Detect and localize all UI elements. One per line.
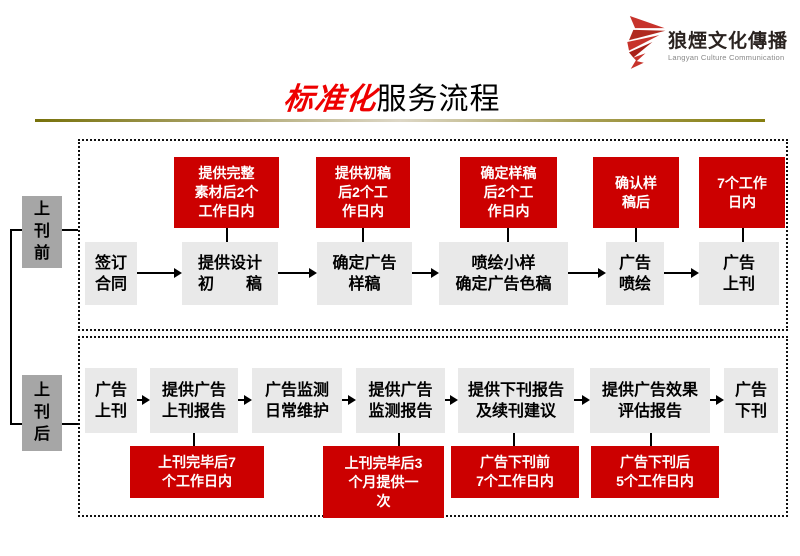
- connector-line: [226, 228, 228, 242]
- flow-step: 确定广告 样稿: [317, 242, 412, 305]
- company-logo: 狼煙文化傳播 Langyan Culture Communication: [612, 12, 792, 70]
- timing-box: 提供完整 素材后2个 工作日内: [174, 157, 279, 228]
- connector-line: [398, 433, 400, 446]
- flow-step: 提供下刊报告 及续刊建议: [458, 368, 574, 433]
- connector-line: [635, 228, 637, 242]
- timing-box: 确认样 稿后: [593, 157, 679, 228]
- flow-step: 提供广告效果 评估报告: [590, 368, 710, 433]
- bracket-line: [62, 423, 78, 425]
- arrow-right-icon: [412, 268, 439, 278]
- flow-step: 广告 上刊: [699, 242, 779, 305]
- flow-step: 喷绘小样 确定广告色稿: [439, 242, 568, 305]
- stage-label-after: 上 刊 后: [22, 375, 62, 451]
- arrow-right-icon: [574, 395, 590, 405]
- flow-step: 提供设计 初 稿: [182, 242, 278, 305]
- timing-box: 7个工作 日内: [699, 157, 785, 228]
- stage-label-before: 上 刊 前: [22, 196, 62, 268]
- bracket-line: [10, 423, 22, 425]
- arrow-right-icon: [137, 268, 182, 278]
- title-rest: 服务流程: [376, 83, 501, 116]
- flow-step: 提供广告 上刊报告: [150, 368, 238, 433]
- logo-chinese-name: 狼煙文化傳播: [668, 30, 789, 52]
- arrow-right-icon: [278, 268, 317, 278]
- flow-step: 广告 下刊: [724, 368, 778, 433]
- arrow-right-icon: [568, 268, 606, 278]
- connector-line: [193, 433, 195, 446]
- bracket-vertical-line: [10, 229, 12, 425]
- page-title: 标准化服务流程: [0, 74, 784, 118]
- bracket-line: [10, 229, 22, 231]
- arrow-right-icon: [238, 395, 252, 405]
- timing-box: 上刊完毕后3 个月提供一 次: [323, 446, 444, 518]
- flow-step: 广告 上刊: [85, 368, 137, 433]
- logo-english-name: Langyan Culture Communication: [668, 53, 785, 62]
- arrow-right-icon: [710, 395, 724, 405]
- timing-box: 提供初稿 后2个工 作日内: [316, 157, 410, 228]
- frame-before-publication: [78, 139, 788, 331]
- title-emphasis: 标准化: [281, 83, 378, 116]
- flow-step: 提供广告 监测报告: [356, 368, 445, 433]
- flow-step: 签订 合同: [85, 242, 137, 305]
- connector-line: [513, 433, 515, 446]
- arrow-right-icon: [342, 395, 356, 405]
- arrow-right-icon: [664, 268, 699, 278]
- arrow-right-icon: [445, 395, 458, 405]
- connector-line: [507, 228, 509, 242]
- logo-flame-icon: [627, 16, 666, 69]
- connector-line: [362, 228, 364, 242]
- arrow-right-icon: [137, 395, 150, 405]
- flow-step: 广告 喷绘: [606, 242, 664, 305]
- timing-box: 确定样稿 后2个工 作日内: [460, 157, 557, 228]
- bracket-line: [62, 229, 78, 231]
- timing-box: 广告下刊前 7个工作日内: [451, 446, 579, 498]
- connector-line: [742, 228, 744, 242]
- timing-box: 上刊完毕后7 个工作日内: [130, 446, 264, 498]
- timing-box: 广告下刊后 5个工作日内: [591, 446, 719, 498]
- title-divider: [35, 119, 765, 122]
- connector-line: [650, 433, 652, 446]
- flow-step: 广告监测 日常维护: [252, 368, 342, 433]
